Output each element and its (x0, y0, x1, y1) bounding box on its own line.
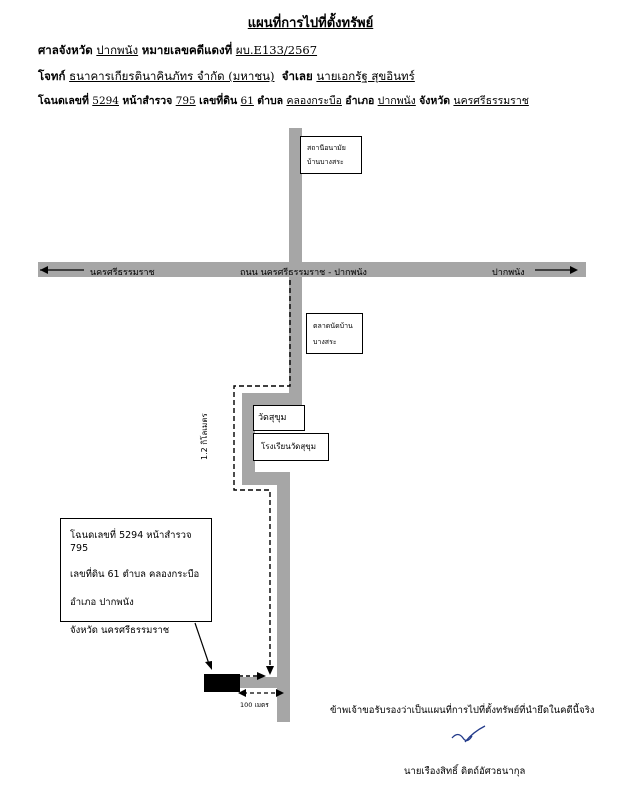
info-line-amphoe: อำเภอ ปากพนัง (70, 597, 134, 608)
province-label: จังหวัด (419, 95, 451, 107)
road-south-lower (277, 472, 290, 722)
distance-end-label: 100 เมตร (240, 701, 269, 709)
survey-value: 795 (175, 95, 196, 107)
document-title: แผนที่การไปที่ตั้งทรัพย์ (247, 16, 374, 31)
school-box: โรงเรียนวัดสุขุม (253, 433, 329, 461)
market-box: ตลาดนัดบ้าน บางสระ (306, 313, 363, 354)
deed-value: 5294 (92, 95, 119, 107)
info-line-deed: โฉนดเลขที่ 5294 หน้าสำรวจ 795 (70, 530, 192, 554)
case-label: หมายเลขคดีแดงที่ (141, 43, 233, 57)
right-destination-label: ปากพนัง (492, 268, 525, 278)
amphoe-value: ปากพนัง (377, 95, 416, 107)
temple-box: วัดสุขุม (253, 405, 305, 431)
case-value: ผบ.E133/2567 (235, 43, 318, 57)
health-center-box: สถานีอนามัย บ้านบางสระ (300, 136, 362, 174)
court-label: ศาลจังหวัด (38, 43, 93, 57)
land-plot-marker (204, 674, 240, 692)
tambon-value: คลองกระบือ (286, 95, 342, 107)
land-label: เลขที่ดิน (199, 95, 238, 107)
market-line2: บางสระ (313, 338, 337, 346)
defendant-value: นายเอกรัฐ สุขอินทร์ (316, 69, 415, 83)
road-south-upper (289, 277, 302, 397)
road-access (228, 677, 280, 688)
deed-label: โฉนดเลขที่ (38, 95, 89, 107)
parties-line: โจทก์ ธนาคารเกียรตินาคินภัทร จำกัด (มหาช… (38, 68, 415, 86)
land-value: 61 (240, 95, 254, 107)
property-info-box: โฉนดเลขที่ 5294 หน้าสำรวจ 795 เลขที่ดิน … (60, 518, 212, 636)
info-line-land: เลขที่ดิน 61 ตำบล คลองกระบือ (70, 569, 200, 580)
court-value: ปากพนัง (96, 43, 139, 57)
road-bend-top (242, 393, 302, 406)
deed-line: โฉนดเลขที่ 5294 หน้าสำรวจ 795 เลขที่ดิน … (38, 92, 529, 109)
health-center-line1: สถานีอนามัย (307, 144, 346, 152)
left-destination-label: นครศรีธรรมราช (90, 268, 155, 278)
tambon-label: ตำบล (257, 95, 284, 107)
plaintiff-value: ธนาคารเกียรตินาคินภัทร จำกัด (มหาชน) (69, 69, 275, 83)
main-road (38, 262, 586, 277)
court-line: ศาลจังหวัด ปากพนัง หมายเลขคดีแดงที่ ผบ.E… (38, 42, 317, 60)
road-bend-left (242, 393, 255, 485)
info-line-province: จังหวัด นครศรีธรรมราช (70, 625, 170, 636)
defendant-label: จำเลย (281, 69, 313, 83)
survey-label: หน้าสำรวจ (122, 95, 173, 107)
market-line1: ตลาดนัดบ้าน (313, 322, 353, 330)
health-center-line2: บ้านบางสระ (307, 158, 344, 166)
certification-text: ข้าพเจ้าขอรับรองว่าเป็นแผนที่การไปที่ตั้… (330, 705, 595, 716)
signer-name: นายเรืองสิทธิ์ ดิตถ์อัศวธนากุล (404, 766, 526, 777)
plaintiff-label: โจทก์ (38, 69, 66, 83)
road-name-label: ถนน นครศรีธรรมราช - ปากพนัง (240, 268, 367, 278)
road-north (289, 128, 302, 268)
province-value: นครศรีธรรมราช (453, 95, 529, 107)
amphoe-label: อำเภอ (345, 95, 375, 107)
